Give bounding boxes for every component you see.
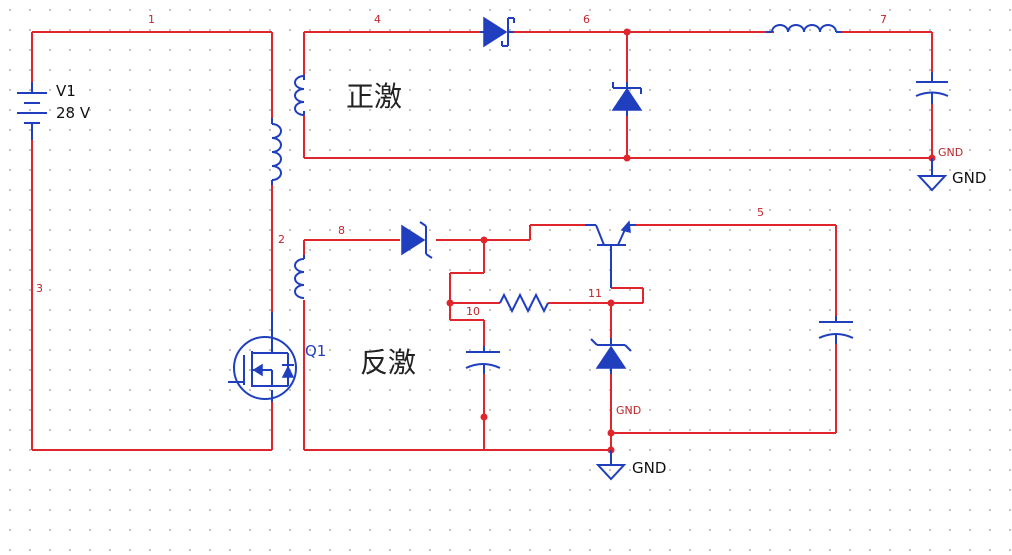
ground-label: GND <box>952 169 986 187</box>
forward-diode[interactable] <box>480 16 515 48</box>
node-label-2: 2 <box>278 233 285 246</box>
flyback-label: 反激 <box>360 346 416 379</box>
ground-symbol <box>916 158 948 192</box>
node-label-10: 10 <box>466 305 480 318</box>
node-label-1: 1 <box>148 13 155 26</box>
mosfet-q1[interactable] <box>228 312 297 402</box>
transistor-name: Q1 <box>305 342 326 360</box>
ground-label-small: GND <box>616 404 641 417</box>
node-label-6: 6 <box>583 13 590 26</box>
ground-label-small: GND <box>938 146 963 159</box>
battery-v1[interactable] <box>17 82 47 140</box>
node-label-7: 7 <box>880 13 887 26</box>
forward-output-capacitor[interactable] <box>915 72 949 104</box>
node-label-4: 4 <box>374 13 381 26</box>
junction-dot <box>607 429 615 437</box>
forward-secondary-winding[interactable] <box>294 75 305 116</box>
ground-label: GND <box>632 459 666 477</box>
source-value: 28 V <box>56 104 91 122</box>
forward-wires <box>303 31 933 159</box>
forward-label: 正激 <box>346 80 402 113</box>
ground-symbol <box>595 450 627 481</box>
junction-dot <box>446 299 454 307</box>
source-name: V1 <box>56 82 76 100</box>
junction-dot <box>480 236 488 244</box>
primary-winding-forward[interactable] <box>271 118 282 185</box>
junction-dot <box>623 28 631 36</box>
flyback-wires <box>303 224 837 451</box>
flyback-diode[interactable] <box>401 221 433 259</box>
node-label-11: 11 <box>588 287 602 300</box>
node-label-5: 5 <box>757 206 764 219</box>
freewheel-diode[interactable] <box>611 82 643 116</box>
node-label-8: 8 <box>338 224 345 237</box>
flyback-output-capacitor[interactable] <box>818 316 854 344</box>
bias-resistor[interactable] <box>499 292 549 314</box>
output-inductor[interactable] <box>766 24 842 33</box>
junction-dot <box>480 413 488 421</box>
junction-dot <box>623 154 631 162</box>
flyback-filter-capacitor[interactable] <box>465 346 501 374</box>
primary-wires <box>31 31 273 451</box>
series-transistor[interactable] <box>585 220 636 288</box>
flyback-secondary-winding[interactable] <box>294 255 305 299</box>
zener-diode[interactable] <box>590 338 632 374</box>
node-label-3: 3 <box>36 282 43 295</box>
junction-dot <box>607 299 615 307</box>
